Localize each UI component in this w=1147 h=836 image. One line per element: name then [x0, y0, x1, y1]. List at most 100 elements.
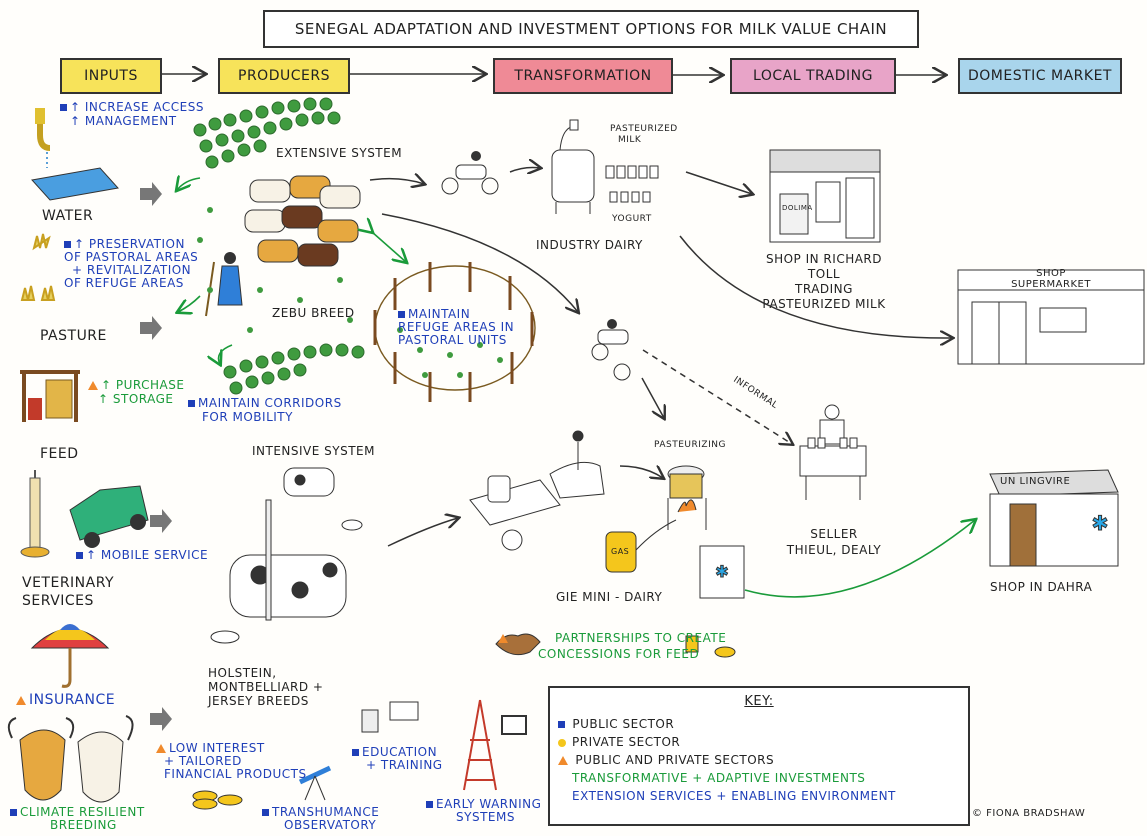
private-marker-icon [558, 738, 566, 747]
refuge-3: pastoral units [398, 333, 507, 347]
shop-richard-toll-icon [769, 149, 881, 243]
feed-note-2: ↑ Storage [98, 392, 174, 406]
zebu-herd [244, 175, 361, 267]
refuge-note: Maintain refuge areas in pastoral units [398, 308, 514, 347]
observatory-1: Transhumance [272, 805, 380, 819]
public-private-marker-icon [16, 695, 26, 705]
key-public-text: Public sector [572, 717, 675, 731]
education-note: Education + training [352, 746, 443, 772]
pasteurized-label: Pasteurized milk [610, 124, 678, 146]
pasture-note-2: of pastoral areas [64, 250, 199, 264]
grass-icon [20, 233, 56, 301]
holstein-cow-icon [210, 467, 363, 644]
public-marker-icon [76, 552, 83, 559]
key-both: Public and private sectors [558, 751, 968, 769]
cattle-heads-icon [7, 715, 134, 803]
public-marker-icon [558, 721, 565, 728]
key-extension: Extension services + enabling environmen… [572, 789, 896, 803]
pasteurized-2: milk [618, 135, 642, 145]
public-marker-icon [188, 400, 195, 407]
vet-note-text: ↑ Mobile service [86, 548, 209, 562]
supermarket-2: Supermarket [1011, 279, 1091, 290]
trees-top [193, 97, 341, 169]
key-entries: Public sector Private sector Public and … [558, 715, 968, 805]
dolima-label: Dolima [782, 204, 813, 212]
pasture-label: Pasture [40, 328, 107, 344]
breeds-3: Jersey breeds [208, 694, 309, 708]
education-1: Education [362, 745, 438, 759]
finance-1: Low interest [169, 741, 265, 755]
pasteurizing-label: Pasteurizing [654, 440, 726, 450]
public-private-marker-icon [498, 634, 508, 643]
diagram-title: Senegal adaptation and investment option… [263, 10, 919, 48]
vet-label: Veterinary services [22, 574, 114, 610]
legend-key: Key: Public sector Private sector Public… [548, 686, 970, 826]
feed-note-1: ↑ Purchase [101, 378, 185, 392]
shop-dahra-icon: ✱ [989, 469, 1119, 567]
public-private-marker-icon [558, 756, 568, 765]
key-private-text: Private sector [572, 735, 681, 749]
warning-note: Early warning systems [426, 798, 541, 824]
vet-label-1: Veterinary [22, 575, 115, 591]
dahra-label: Shop in Dahra [990, 580, 1093, 594]
insurance-text: Insurance [29, 692, 116, 708]
shop-rt-3: pasteurized milk [762, 297, 886, 311]
warning-2: systems [456, 810, 515, 824]
pasture-note-3: + revitalization [72, 263, 192, 277]
partner-2: concessions for feed [538, 647, 700, 661]
trees-bottom [223, 343, 365, 395]
partner-1: Partnerships to create [555, 631, 727, 645]
coins-telescope-icon [192, 701, 419, 810]
svg-text:✱: ✱ [1092, 511, 1109, 535]
public-marker-icon [60, 104, 67, 111]
refuge-fence [373, 262, 536, 402]
seller-2: Thieul, Dealy [786, 543, 882, 557]
finance-2: + tailored [164, 754, 242, 768]
umbrella-icon [30, 624, 110, 688]
scattered-bushes [197, 207, 353, 333]
industry-dairy-label: Industry dairy [536, 238, 643, 252]
refuge-1: Maintain [408, 307, 471, 321]
motorbike-icon [441, 151, 631, 381]
public-private-marker-icon [156, 744, 166, 753]
lingvire-label: Un Lingvire [1000, 476, 1071, 487]
horse-cart-icon [469, 430, 605, 551]
refuge-2: refuge areas in [398, 320, 515, 334]
radio-tower-icon [463, 699, 527, 791]
vet-label-2: services [22, 593, 94, 609]
water-note-2: ↑ Management [70, 114, 177, 128]
observatory-note: Transhumance observatory [262, 806, 379, 832]
finance-3: financial products [164, 767, 307, 781]
partnership-note: Partnerships to create concessions for f… [498, 630, 726, 662]
public-marker-icon [64, 241, 71, 248]
breeding-1: Climate resilient [20, 805, 145, 819]
warning-1: Early warning [436, 797, 542, 811]
key-both-text: Public and private sectors [575, 753, 775, 767]
public-marker-icon [398, 311, 405, 318]
extensive-label: Extensive system [276, 146, 403, 160]
stage-transformation: Transformation [493, 58, 673, 94]
public-private-marker-icon [88, 381, 98, 390]
feed-note: ↑ Purchase ↑ Storage [88, 378, 184, 406]
vet-note: ↑ Mobile service [76, 548, 208, 562]
corridors-1: Maintain corridors [198, 396, 342, 410]
water-note-1: ↑ Increase access [70, 100, 204, 114]
shop-richard-toll-label: Shop in Richard Toll trading pasteurized… [754, 252, 894, 312]
breeding-2: breeding [50, 818, 117, 832]
vet-truck-icon [20, 470, 149, 558]
pasture-note-1: ↑ Preservation [74, 237, 185, 251]
water-tap-icon [31, 108, 119, 201]
key-title: Key: [744, 694, 774, 709]
water-note: ↑ Increase access ↑ Management [60, 100, 204, 128]
education-2: + training [366, 758, 443, 772]
seller-stall-icon [799, 404, 867, 500]
mini-dairy-icon: ✱ [605, 465, 745, 599]
herder-figure [205, 252, 243, 317]
supermarket-icon [957, 269, 1145, 365]
public-marker-icon [426, 801, 433, 808]
industry-dairy-icon [551, 119, 659, 214]
supermarket-label: Shop Supermarket [958, 268, 1144, 290]
finance-note: Low interest + tailored financial produc… [156, 742, 307, 781]
public-marker-icon [10, 809, 17, 816]
